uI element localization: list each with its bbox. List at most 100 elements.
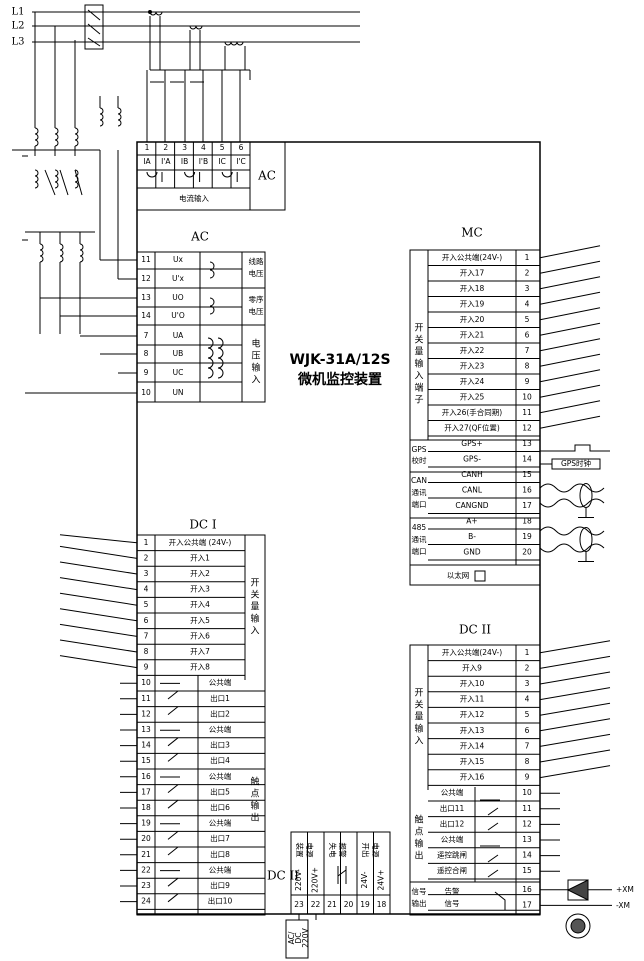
dc1-pin: 8 [144, 647, 149, 656]
ct-polarity [148, 10, 152, 14]
gps-clock-label: GPS时钟 [561, 458, 592, 468]
ct-label: IC [218, 157, 225, 166]
dc2-input-wire [539, 671, 611, 685]
power-header: 电源 [305, 843, 315, 858]
dc1-do-label: 出口10 [208, 896, 233, 906]
dc2-di-label: 开入15 [460, 757, 485, 766]
mc-label: GPS+ [461, 439, 482, 448]
dc2-do-label: 遥控合闸 [437, 865, 467, 875]
dc2-di-label: 开入10 [460, 679, 485, 688]
breaker-blade [87, 9, 101, 21]
dc2-pin: 8 [525, 757, 530, 766]
ground-mark [22, 155, 28, 241]
dc1-do-pin: 22 [141, 865, 151, 874]
dc1-input-wire [59, 545, 138, 559]
dc2-di-label: 开入11 [460, 695, 485, 704]
mc-di-group: 关 [414, 334, 423, 346]
mc-di-group: 开 [414, 323, 423, 334]
dc2-input-wire [539, 733, 611, 747]
dc2-pin: 9 [525, 773, 530, 782]
dc2-signal-group: 信号 [412, 886, 427, 896]
dc1-do-label: 出口1 [210, 693, 230, 703]
dc1-di-group: 入 [250, 626, 259, 637]
dc1-pin: 5 [144, 600, 149, 609]
mc-pin: 12 [522, 423, 532, 432]
dc2-input-wire [539, 655, 611, 669]
mc-label: CANL [462, 485, 483, 494]
ac-label: U'x [172, 274, 185, 283]
mc-can: 端口 [412, 499, 427, 509]
ac-pin: 9 [144, 368, 149, 377]
dc1-di-group: 输 [250, 613, 259, 625]
dc2-di-group: 入 [414, 736, 423, 747]
dc1-do-label: 公共端 [209, 771, 232, 781]
dc1-input-wire [59, 592, 138, 606]
dc2-di-label: 开入14 [460, 741, 485, 750]
mc-di-group: 子 [414, 395, 423, 406]
ac-label: Ux [173, 255, 183, 264]
pt-coil-2 [34, 169, 39, 189]
dc1-do-group: 出 [250, 812, 259, 824]
ac-group: 电压 [249, 306, 264, 316]
mc-pin: 7 [525, 346, 530, 355]
mc-pin: 16 [522, 485, 532, 494]
dc2-pin: 6 [525, 726, 530, 735]
ac-group-vertical: 电 [251, 338, 260, 350]
breaker-blade [87, 37, 101, 47]
dc2-do-pin: 14 [522, 851, 532, 860]
dc1-pin: 6 [144, 616, 149, 625]
mc-label: GPS- [463, 454, 481, 463]
dc1-di-label: 开入公共端 (24V-) [169, 537, 232, 547]
pt-coil [54, 127, 59, 147]
ct-input-coil [146, 171, 163, 182]
dc1-do-pin: 12 [141, 709, 151, 718]
ac-pin: 11 [141, 255, 151, 264]
device-name: 微机监控装置 [297, 371, 382, 388]
dc1-pin: 9 [144, 663, 149, 672]
ct-pin: 4 [201, 143, 206, 152]
mc-label: CANGND [455, 501, 488, 510]
dc1-relay-contact [160, 729, 180, 762]
mc-di-group: 量 [414, 347, 423, 358]
mc-ethernet: 以太网 [447, 570, 470, 580]
power-relay [337, 866, 347, 884]
gps-pulse [540, 444, 610, 452]
ac-coil [217, 337, 224, 379]
pt-low [59, 243, 64, 263]
ct-input-coil [221, 171, 238, 182]
dc1-input-wire [59, 639, 138, 653]
mc-pin: 11 [522, 408, 532, 417]
ct-label: I'B [199, 157, 208, 166]
mc-di-group: 输 [414, 358, 423, 370]
power-header: 失电 [328, 843, 338, 858]
mc-input-wire [539, 338, 601, 352]
mc-pin: 10 [522, 392, 532, 401]
dc1-title: DC I [189, 518, 217, 532]
mc-label: 开入22 [460, 346, 485, 355]
dc2-do-label: 出口11 [440, 803, 465, 813]
twisted-pair [539, 483, 605, 493]
mc-label: 开入24 [460, 377, 485, 386]
dc1-relay-contact [160, 823, 180, 856]
cable-shield [579, 527, 593, 552]
ct-coil-c [224, 41, 244, 46]
dc1-do-pin: 11 [141, 694, 151, 703]
power-pin: 22 [311, 900, 321, 909]
dc1-relay-contact [160, 870, 180, 903]
mc-pin: 4 [525, 299, 530, 308]
mc-label: B- [468, 532, 476, 541]
dc1-do-pin: 21 [141, 850, 151, 859]
ac-pin: 13 [141, 293, 151, 302]
power-header: 开出 [361, 843, 371, 858]
mc-gps: GPS [411, 445, 426, 454]
dc1-di-label: 开入5 [190, 616, 210, 625]
mc-input-wire [539, 400, 601, 414]
ac-pin: 10 [141, 388, 151, 397]
power-pin: 18 [377, 900, 387, 909]
dc1-input-wire [59, 655, 138, 669]
xm-plus: +XM [616, 885, 634, 894]
pt-small-2 [117, 107, 122, 127]
breaker-blade [87, 23, 101, 35]
dc1-do-label: 出口7 [210, 833, 230, 843]
dc1-do-group: 触 [250, 776, 259, 788]
